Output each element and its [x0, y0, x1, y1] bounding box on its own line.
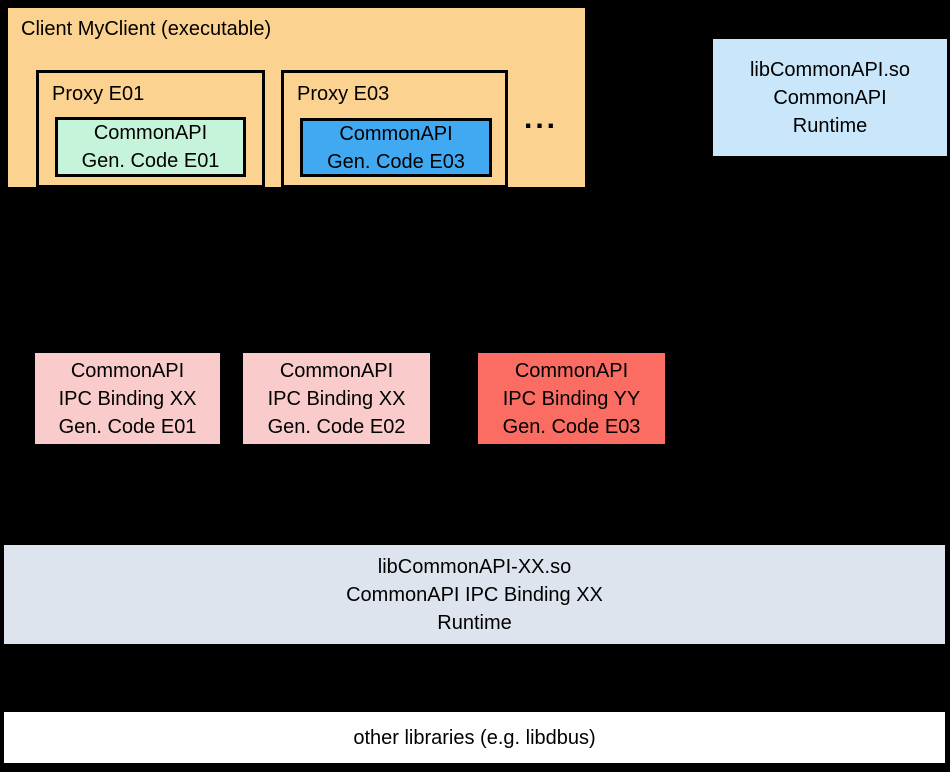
ipc-binding-yy-e03-box: CommonAPI IPC Binding YY Gen. Code E03	[478, 353, 665, 444]
ipc-binding-yy-e03-line: IPC Binding YY	[502, 387, 641, 410]
gen-code-e03-box: CommonAPI Gen. Code E03	[300, 118, 492, 177]
ipc-binding-xx-e02-line: IPC Binding XX	[267, 387, 406, 410]
ipc-binding-xx-e02-line: CommonAPI	[279, 359, 394, 382]
gen-code-e03-line: CommonAPI	[339, 122, 453, 145]
gen-code-e01-line: CommonAPI	[93, 122, 208, 144]
ipc-binding-xx-e01-line: CommonAPI	[70, 359, 185, 382]
gen-code-e01-line: Gen. Code E01	[81, 150, 220, 172]
proxy-e03-box: Proxy E03 CommonAPI Gen. Code E03	[281, 70, 508, 188]
proxy-e01-title: Proxy E01	[52, 83, 145, 105]
commonapi-runtime-box: libCommonAPI.so CommonAPI Runtime	[713, 39, 947, 156]
ipc-binding-runtime-line: Runtime	[437, 611, 512, 634]
ipc-binding-xx-e01-box: CommonAPI IPC Binding XX Gen. Code E01	[35, 353, 220, 444]
ipc-binding-xx-e01-line: IPC Binding XX	[58, 387, 197, 410]
ipc-binding-xx-e02-line: Gen. Code E02	[267, 415, 406, 438]
proxy-e01-box: Proxy E01 CommonAPI Gen. Code E01	[36, 70, 265, 188]
commonapi-runtime-line: CommonAPI	[773, 86, 887, 109]
ipc-binding-runtime-line: CommonAPI IPC Binding XX	[346, 583, 603, 606]
ipc-binding-runtime-line: libCommonAPI-XX.so	[377, 555, 572, 578]
client-executable-title: Client MyClient (executable)	[21, 18, 272, 40]
gen-code-e03-line: Gen. Code E03	[327, 150, 465, 173]
ipc-binding-yy-e03-line: CommonAPI	[514, 359, 629, 382]
ipc-binding-runtime-box: libCommonAPI-XX.so CommonAPI IPC Binding…	[4, 545, 945, 644]
gen-code-e01-box: CommonAPI Gen. Code E01	[55, 117, 246, 177]
more-proxies-ellipsis: ...	[524, 102, 559, 135]
ipc-binding-xx-e01-line: Gen. Code E01	[58, 415, 197, 438]
other-libraries-box: other libraries (e.g. libdbus)	[4, 712, 945, 763]
ipc-binding-yy-e03-line: Gen. Code E03	[502, 415, 641, 438]
ipc-binding-xx-e02-box: CommonAPI IPC Binding XX Gen. Code E02	[243, 353, 430, 444]
other-libraries-label: other libraries (e.g. libdbus)	[353, 726, 596, 749]
commonapi-runtime-line: Runtime	[792, 114, 868, 137]
commonapi-runtime-line: libCommonAPI.so	[749, 58, 911, 81]
proxy-e03-title: Proxy E03	[297, 83, 390, 105]
client-executable-box: Client MyClient (executable) Proxy E01 C…	[5, 5, 588, 190]
